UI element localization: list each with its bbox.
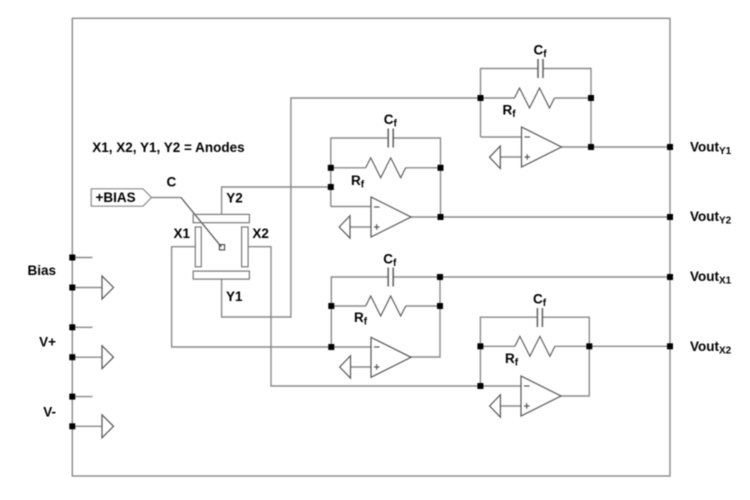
svg-text:Rf: Rf [505,351,519,369]
svg-text:Bias: Bias [27,263,56,278]
svg-text:Y1: Y1 [226,289,243,304]
svg-text:V-: V- [43,405,56,420]
svg-text:VoutX1: VoutX1 [690,269,732,287]
svg-text:Cf: Cf [534,43,548,61]
svg-text:X1: X1 [173,226,190,241]
svg-text:VoutY2: VoutY2 [690,209,732,227]
svg-text:Cf: Cf [533,292,547,310]
svg-text:+BIAS: +BIAS [96,190,136,205]
svg-text:V+: V+ [39,335,56,350]
svg-text:Rf: Rf [351,173,365,191]
svg-text:Rf: Rf [503,103,517,121]
svg-text:Cf: Cf [384,112,398,130]
svg-text:Cf: Cf [383,252,397,270]
svg-text:VoutY1: VoutY1 [690,140,732,158]
svg-text:C: C [167,175,177,190]
svg-text:X1, X2, Y1, Y2 = Anodes: X1, X2, Y1, Y2 = Anodes [92,140,244,155]
svg-text:Rf: Rf [354,310,368,328]
svg-text:Y2: Y2 [226,190,243,205]
svg-text:VoutX2: VoutX2 [690,339,732,357]
svg-text:X2: X2 [252,226,269,241]
